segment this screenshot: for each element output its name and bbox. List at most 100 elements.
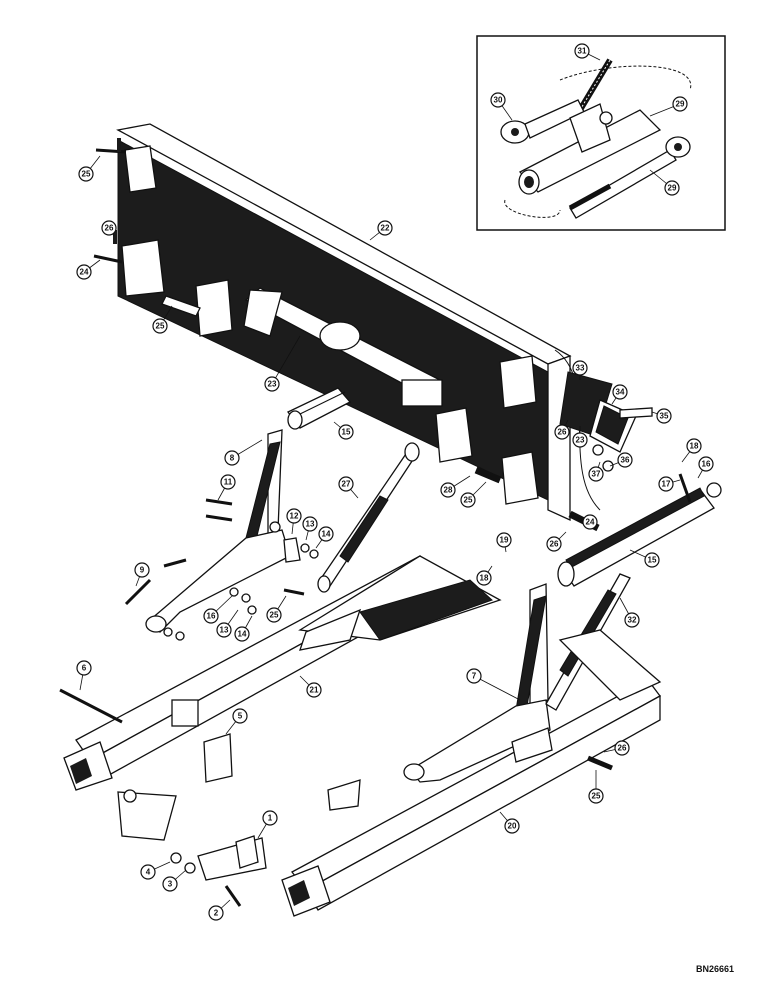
callout-number: 17 xyxy=(662,480,671,489)
callout-18: 18 xyxy=(476,570,492,586)
callout-bubble xyxy=(208,905,224,921)
callout-28: 28 xyxy=(440,482,456,498)
callout-29: 29 xyxy=(664,180,680,196)
link-27 xyxy=(317,442,420,593)
callout-number: 28 xyxy=(444,486,453,495)
callout-bubble xyxy=(224,450,240,466)
callout-number: 27 xyxy=(342,480,351,489)
callout-number: 37 xyxy=(592,470,601,479)
callout-number: 7 xyxy=(472,672,477,681)
callout-bubble xyxy=(262,810,278,826)
callout-bubble xyxy=(617,452,633,468)
callout-number: 16 xyxy=(702,460,711,469)
callout-29: 29 xyxy=(672,96,688,112)
callout-21: 21 xyxy=(306,682,322,698)
callout-bubble xyxy=(574,43,590,59)
inset-detail xyxy=(476,35,726,231)
callout-bubble xyxy=(318,526,334,542)
callout-bubble xyxy=(572,360,588,376)
callout-number: 12 xyxy=(290,512,299,521)
callout-bubble xyxy=(664,180,680,196)
callout-bubble xyxy=(76,264,92,280)
callout-bubble xyxy=(302,516,318,532)
callout-34: 34 xyxy=(612,384,628,400)
leader-line-7 xyxy=(473,675,521,701)
callout-bubble xyxy=(658,476,674,492)
callout-bubble xyxy=(306,682,322,698)
callout-3: 3 xyxy=(162,876,178,892)
callout-number: 29 xyxy=(676,100,685,109)
arm-7 xyxy=(403,583,551,783)
callout-number: 24 xyxy=(80,268,89,277)
callout-25: 25 xyxy=(266,607,282,623)
callout-14: 14 xyxy=(234,626,250,642)
callout-15: 15 xyxy=(338,424,354,440)
callout-13: 13 xyxy=(216,622,232,638)
callout-bubble xyxy=(232,708,248,724)
callout-22: 22 xyxy=(377,220,393,236)
callout-number: 15 xyxy=(342,428,351,437)
callout-16: 16 xyxy=(698,456,714,472)
dozer-blade xyxy=(116,123,637,522)
callout-bubble xyxy=(140,864,156,880)
callout-number: 26 xyxy=(550,540,559,549)
callout-bubble xyxy=(612,384,628,400)
callout-9: 9 xyxy=(134,562,150,578)
callout-25: 25 xyxy=(460,492,476,508)
callout-16: 16 xyxy=(203,608,219,624)
callout-number: 25 xyxy=(464,496,473,505)
callout-bubble xyxy=(546,536,562,552)
callout-bubble xyxy=(266,607,282,623)
callout-number: 11 xyxy=(224,478,233,487)
callout-23: 23 xyxy=(264,376,280,392)
callout-number: 25 xyxy=(592,792,601,801)
callout-number: 23 xyxy=(268,380,277,389)
callout-12: 12 xyxy=(286,508,302,524)
callout-bubble xyxy=(698,456,714,472)
callout-bubble xyxy=(582,514,598,530)
callout-number: 15 xyxy=(648,556,657,565)
callout-20: 20 xyxy=(504,818,520,834)
callout-number: 23 xyxy=(576,436,585,445)
callout-number: 14 xyxy=(238,630,247,639)
callout-bubble xyxy=(572,432,588,448)
callout-number: 26 xyxy=(618,744,627,753)
callout-bubble xyxy=(264,376,280,392)
callout-1: 1 xyxy=(262,810,278,826)
callout-37: 37 xyxy=(588,466,604,482)
callout-bubble xyxy=(672,96,688,112)
callout-bubble xyxy=(101,220,117,236)
callout-bubble xyxy=(377,220,393,236)
callout-number: 25 xyxy=(82,170,91,179)
callout-23: 23 xyxy=(572,432,588,448)
callout-18: 18 xyxy=(686,438,702,454)
callout-14: 14 xyxy=(318,526,334,542)
callout-bubble xyxy=(76,660,92,676)
callout-number: 13 xyxy=(220,626,229,635)
callout-number: 29 xyxy=(668,184,677,193)
callout-4: 4 xyxy=(140,864,156,880)
cylinder-upper xyxy=(287,387,352,430)
callout-number: 4 xyxy=(146,868,151,877)
callout-2: 2 xyxy=(208,905,224,921)
callout-number: 6 xyxy=(82,664,87,673)
callout-32: 32 xyxy=(624,612,640,628)
callout-number: 8 xyxy=(230,454,235,463)
callout-number: 35 xyxy=(660,412,669,421)
callout-number: 26 xyxy=(558,428,567,437)
callout-7: 7 xyxy=(466,668,482,684)
callout-number: 5 xyxy=(238,712,243,721)
callout-number: 25 xyxy=(270,611,279,620)
callout-bubble xyxy=(460,492,476,508)
leader-line-23 xyxy=(271,335,301,385)
callout-6: 6 xyxy=(76,660,92,676)
callout-bubble xyxy=(338,476,354,492)
callout-bubble xyxy=(134,562,150,578)
callout-26: 26 xyxy=(554,424,570,440)
callout-bubble xyxy=(476,570,492,586)
callout-number: 18 xyxy=(690,442,699,451)
callout-bubble xyxy=(504,818,520,834)
